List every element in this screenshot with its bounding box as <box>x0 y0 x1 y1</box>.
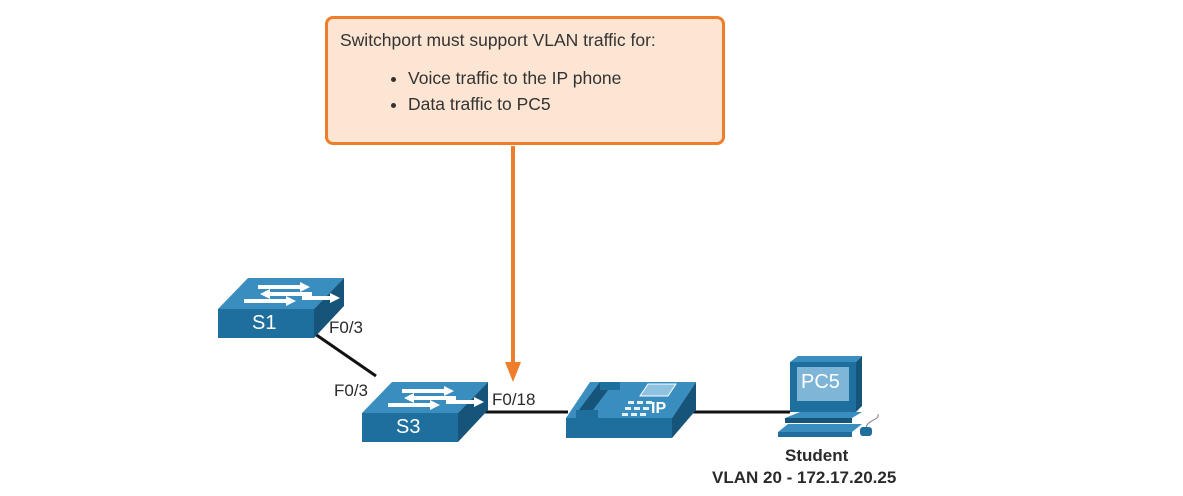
switch-arrows-icon <box>388 386 484 410</box>
switch-arrows-icon <box>244 282 340 306</box>
pc-vlan-label: VLAN 20 - 172.17.20.25 <box>712 468 897 487</box>
port-label-s3-f0-18: F0/18 <box>492 390 536 409</box>
phone-screen <box>639 383 677 397</box>
pc-user-label: Student <box>785 446 849 465</box>
handset-icon <box>576 382 620 418</box>
ip-phone <box>566 382 696 438</box>
mouse-icon <box>860 427 872 436</box>
callout-list: Voice traffic to the IP phone Data traff… <box>340 65 710 117</box>
callout-item-voice: Voice traffic to the IP phone <box>408 65 710 91</box>
callout-arrow <box>505 146 521 382</box>
keypad-icon <box>622 401 652 416</box>
switch-s1-label: S1 <box>252 312 277 334</box>
pc-pc5 <box>778 356 879 437</box>
port-label-s1-f0-3: F0/3 <box>329 318 364 337</box>
switch-s3-label: S3 <box>396 416 421 438</box>
port-label-s3-f0-3: F0/3 <box>334 381 369 400</box>
pc-screen <box>797 367 849 401</box>
switch-s3 <box>362 382 488 442</box>
keyboard-icon <box>778 424 862 432</box>
vlan-callout-box: Switchport must support VLAN traffic for… <box>325 16 725 145</box>
callout-heading: Switchport must support VLAN traffic for… <box>340 30 656 50</box>
pc-name-label: PC5 <box>801 371 840 393</box>
ip-phone-label: IP <box>651 400 667 417</box>
link-s1-s3 <box>314 332 377 378</box>
switch-s1 <box>218 278 344 338</box>
callout-item-data: Data traffic to PC5 <box>408 91 710 117</box>
